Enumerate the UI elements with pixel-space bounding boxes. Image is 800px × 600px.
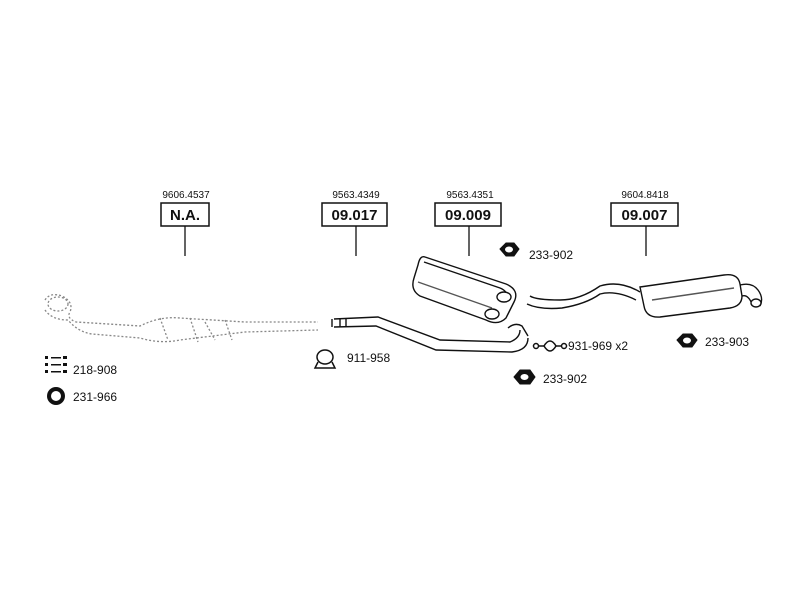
code-label: 09.009 [445,207,491,224]
clamp-icon[interactable] [313,349,337,369]
part-label-ring: 231-966 [73,390,117,404]
oe-number-label: 9563.4351 [446,190,494,201]
section-09-009[interactable]: 9563.4351 09.009 [434,190,502,256]
part-label-clamp: 911-958 [347,351,390,365]
oe-number-label: 9606.4537 [162,190,210,201]
part-label-nut-rear: 233-903 [705,335,749,349]
code-label: N.A. [170,207,200,224]
section-09-017[interactable]: 9563.4349 09.017 [321,190,388,256]
code-box[interactable] [610,202,679,227]
rear-muffler[interactable] [526,274,763,318]
sealing-ring-icon[interactable] [47,387,65,405]
nut-icon[interactable] [499,242,520,257]
nut-icon[interactable] [676,333,698,348]
code-box[interactable] [434,202,502,227]
part-label-nut-mid: 233-902 [543,372,587,386]
nut-icon[interactable] [513,369,536,385]
intermediate-pipe[interactable] [331,316,529,353]
bracket-icon[interactable] [532,340,568,352]
mounting-kit-icon[interactable] [45,356,67,373]
oe-number-label: 9563.4349 [332,190,380,201]
part-label-nut-top: 233-902 [529,248,573,262]
part-label-bracket: 931-969 x2 [568,339,628,353]
code-label: 09.017 [332,207,378,224]
oe-number-label: 9604.8418 [621,190,669,201]
front-pipe-ghost [44,294,319,343]
section-09-007[interactable]: 9604.8418 09.007 [610,190,679,256]
middle-muffler[interactable] [412,255,517,324]
part-label-kit: 218-908 [73,363,117,377]
code-box[interactable] [321,202,388,227]
section-na[interactable]: 9606.4537 N.A. [160,190,210,256]
code-label: 09.007 [622,207,668,224]
